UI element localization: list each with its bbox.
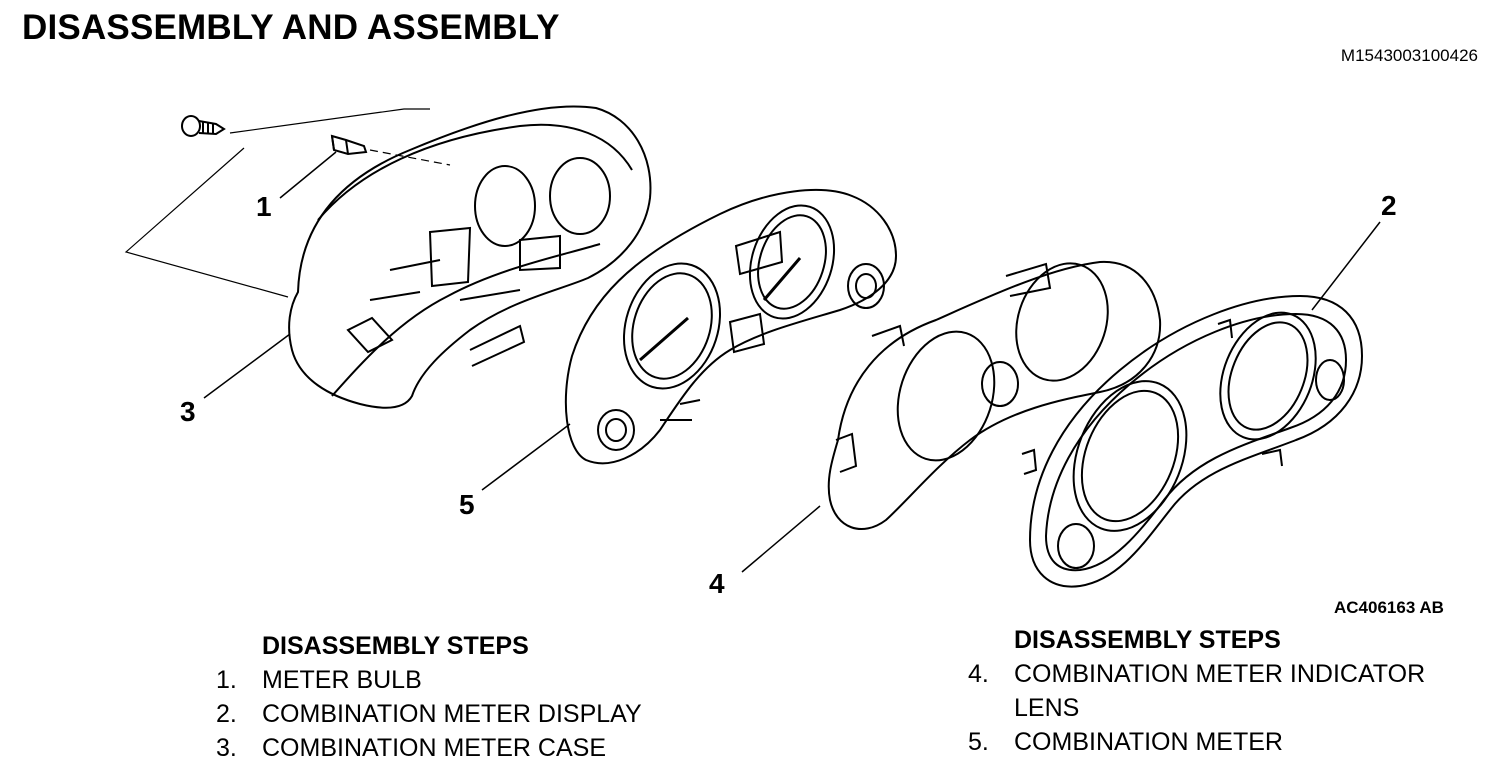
- list-item: 3. COMBINATION METER CASE: [216, 731, 642, 765]
- list-item: 4. COMBINATION METER INDICATOR LENS: [968, 657, 1488, 725]
- disassembly-steps-left: DISASSEMBLY STEPS 1. METER BULB 2. COMBI…: [216, 632, 642, 765]
- step-label: COMBINATION METER DISPLAY: [262, 700, 642, 728]
- step-number: 4.: [968, 660, 989, 688]
- leader-guides: [124, 108, 451, 298]
- callout-4: 4: [709, 568, 725, 599]
- step-label: COMBINATION METER CASE: [262, 734, 607, 762]
- document-id: M1543003100426: [1340, 46, 1478, 65]
- indicator-lens-part: [827, 260, 1162, 530]
- step-label: COMBINATION METER INDICATOR LENS: [1014, 660, 1426, 722]
- combination-meter-part: [564, 189, 898, 465]
- figure-id: AC406163 AB: [1334, 598, 1444, 617]
- step-number: 5.: [968, 728, 989, 756]
- step-number: 2.: [216, 700, 237, 728]
- meter-case-part: [288, 105, 652, 409]
- meter-bulb-part: [181, 115, 368, 156]
- step-number: 3.: [216, 734, 237, 762]
- page-title: DISASSEMBLY AND ASSEMBLY: [22, 8, 560, 47]
- callout-1: 1: [256, 191, 272, 222]
- callout-2: 2: [1381, 190, 1397, 221]
- list-item: 5. COMBINATION METER: [968, 725, 1488, 759]
- steps-heading: DISASSEMBLY STEPS: [1014, 626, 1281, 654]
- step-label: METER BULB: [262, 666, 422, 694]
- list-item: 1. METER BULB: [216, 663, 642, 697]
- step-label: COMBINATION METER: [1014, 728, 1283, 756]
- step-number: 1.: [216, 666, 237, 694]
- steps-heading: DISASSEMBLY STEPS: [262, 632, 529, 660]
- list-item: 2. COMBINATION METER DISPLAY: [216, 697, 642, 731]
- callout-leaders: [203, 151, 1381, 573]
- meter-display-part: [1021, 294, 1364, 588]
- disassembly-steps-right: DISASSEMBLY STEPS 4. COMBINATION METER I…: [968, 626, 1488, 759]
- callout-3: 3: [180, 396, 196, 427]
- callout-5: 5: [459, 489, 475, 520]
